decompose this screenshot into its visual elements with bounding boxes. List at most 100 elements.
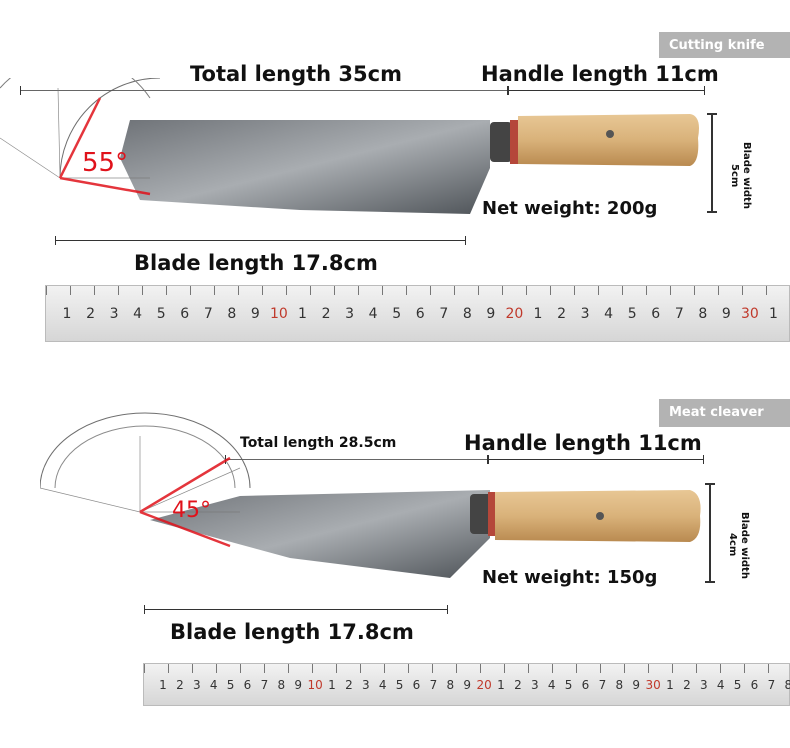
ruler-number: 3	[530, 677, 539, 692]
ruler-number: 6	[243, 677, 252, 692]
blade-length-line-2	[144, 605, 448, 614]
ruler-number: 9	[294, 677, 303, 692]
ruler-number: 3	[580, 305, 590, 322]
ruler-number: 4	[368, 305, 378, 322]
ruler-number: 4	[378, 677, 387, 692]
ruler-number: 4	[716, 677, 725, 692]
ruler-number: 5	[226, 677, 235, 692]
blade-width-text: Blade width	[741, 142, 752, 209]
blade-length-label-2: Blade length 17.8cm	[170, 620, 414, 644]
ruler-number: 8	[462, 305, 472, 322]
ruler-number: 4	[133, 305, 143, 322]
protractor-1	[0, 78, 161, 196]
ruler-number: 9	[486, 305, 496, 322]
angle-label-45: 45°	[172, 498, 211, 523]
ruler-number: 2	[683, 677, 691, 692]
rivet	[606, 130, 614, 138]
blade-width-value: 5cm	[729, 163, 740, 188]
total-length-line	[20, 86, 508, 95]
ruler-number: 6	[180, 305, 190, 322]
ruler-number: 9	[463, 677, 472, 692]
meat-cleaver-illustration	[40, 412, 701, 578]
ruler-number: 2	[514, 677, 522, 692]
ruler-number: 9	[721, 305, 731, 322]
ruler-number: 8	[698, 305, 708, 322]
blade-width-label: Blade width 5cm	[728, 138, 752, 213]
ruler-number: 2	[557, 305, 567, 322]
blade-length-label: Blade length 17.8cm	[134, 251, 378, 275]
cutting-knife-illustration	[0, 78, 699, 214]
ruler-number: 7	[674, 305, 684, 322]
handle-length-line-2	[488, 455, 704, 464]
ruler-number: 1	[533, 305, 543, 322]
ruler-number: 7	[260, 677, 269, 692]
ruler-number: 9	[632, 677, 641, 692]
ruler-number: 10	[307, 677, 323, 692]
ruler-number: 8	[277, 677, 286, 692]
ruler-number: 1	[328, 677, 336, 692]
ruler-number: 2	[321, 305, 331, 322]
total-length-label: Total length 35cm	[190, 62, 402, 86]
blade-width-text-2: Blade width	[739, 511, 750, 579]
cutting-knife-tag: Cutting knife	[659, 32, 790, 58]
ruler-number: 2	[176, 677, 184, 692]
net-weight-label-2: Net weight: 150g	[482, 567, 658, 588]
ruler-number: 5	[627, 305, 637, 322]
ruler-number: 10	[270, 305, 288, 322]
ruler-number: 1	[769, 305, 778, 322]
ruler-number: 1	[666, 677, 674, 692]
ruler-number: 9	[250, 305, 260, 322]
net-weight-label: Net weight: 200g	[482, 198, 658, 219]
ruler-number: 7	[203, 305, 213, 322]
handle	[518, 114, 699, 166]
blade-width-label-2: Blade width 4cm	[726, 505, 750, 585]
ruler-number: 2	[86, 305, 96, 322]
ruler-number: 3	[345, 305, 355, 322]
ruler-number: 8	[784, 677, 790, 692]
ruler-number: 5	[733, 677, 742, 692]
ruler-number: 8	[446, 677, 455, 692]
ruler-number: 4	[209, 677, 218, 692]
total-length-label-2: Total length 28.5cm	[240, 435, 397, 451]
ruler-number: 6	[412, 677, 421, 692]
ruler-number: 6	[415, 305, 425, 322]
handle-length-label-2: Handle length 11cm	[464, 431, 702, 455]
handle-length-label: Handle length 11cm	[481, 62, 719, 86]
angle-label-55: 55°	[82, 148, 129, 178]
ruler-number: 20	[476, 677, 492, 692]
ruler-number: 6	[581, 677, 590, 692]
blade-length-line	[55, 236, 466, 245]
ruler-number: 1	[298, 305, 307, 322]
ruler-number: 30	[741, 305, 759, 322]
ruler-number: 20	[505, 305, 524, 322]
handle-length-line	[508, 86, 705, 95]
rivet-2	[596, 512, 604, 520]
ruler-number: 3	[699, 677, 708, 692]
ruler-number: 5	[156, 305, 166, 322]
red-spacer-2	[488, 492, 496, 536]
ruler-number: 1	[497, 677, 505, 692]
ruler-number: 5	[395, 677, 404, 692]
blade	[120, 120, 490, 214]
ruler-number: 3	[192, 677, 201, 692]
ruler-number: 30	[645, 677, 661, 692]
ruler-number: 7	[429, 677, 438, 692]
ruler-number: 7	[767, 677, 776, 692]
ruler-number: 4	[547, 677, 556, 692]
ruler-number: 7	[598, 677, 607, 692]
ruler-number: 6	[651, 305, 661, 322]
ruler-number: 7	[439, 305, 449, 322]
ruler-number: 2	[345, 677, 353, 692]
ruler-number: 6	[750, 677, 759, 692]
ruler-number: 8	[227, 305, 237, 322]
ruler-number: 3	[109, 305, 119, 322]
blade-width-value-2: 4cm	[727, 533, 738, 557]
ruler-number: 1	[62, 305, 72, 322]
ruler-number: 4	[604, 305, 614, 322]
bolster	[490, 122, 512, 162]
protractor-2	[40, 412, 251, 548]
ruler-number: 5	[392, 305, 402, 322]
